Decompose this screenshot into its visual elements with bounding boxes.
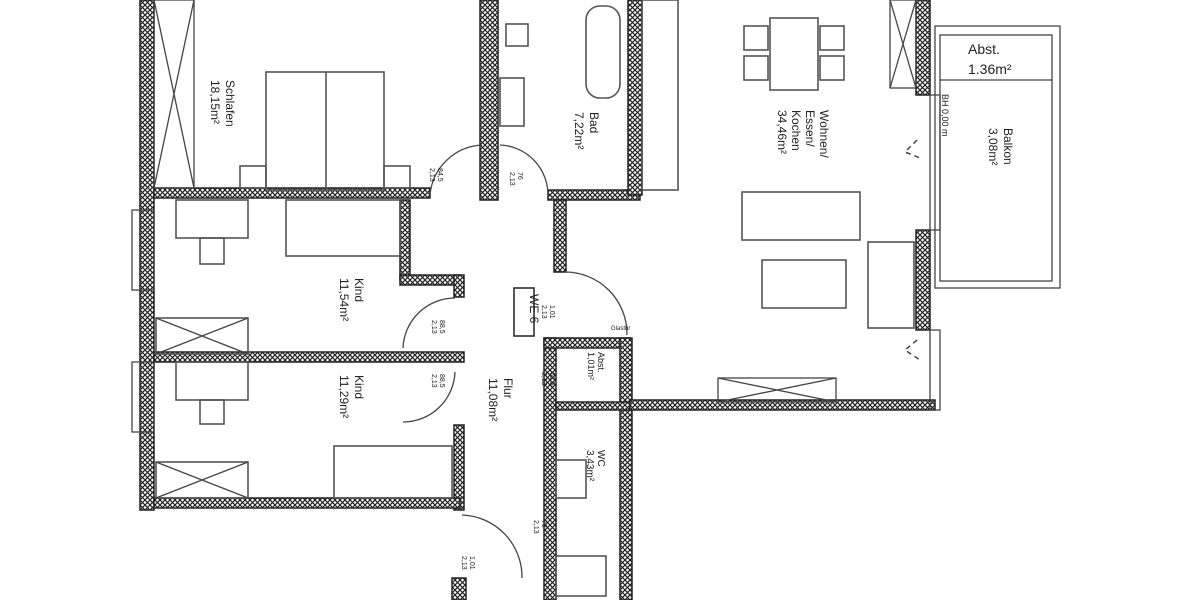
svg-text:84,5: 84,5 (436, 168, 443, 182)
svg-text:2,13: 2,13 (540, 372, 547, 386)
room-label-abst: Abst. 1,01m² (586, 352, 606, 380)
svg-text:1,01: 1,01 (548, 305, 555, 319)
svg-text:11,54m²: 11,54m² (337, 278, 351, 321)
svg-text:2,13: 2,13 (430, 320, 437, 334)
svg-text:88,5: 88,5 (438, 374, 445, 388)
svg-text:Essen/: Essen/ (803, 110, 817, 147)
glass-note: Glastür (611, 326, 630, 332)
door-dim-3: 88,52,13 (430, 320, 445, 334)
svg-text:2,13: 2,13 (540, 305, 547, 319)
svg-text:Wohnen/: Wohnen/ (817, 110, 831, 158)
svg-text:18,15m²: 18,15m² (208, 80, 222, 124)
svg-text:WC: WC (595, 450, 606, 467)
svg-text:Abst.: Abst. (596, 352, 606, 373)
door-dim-6: 63,52,13 (540, 372, 555, 386)
bh-label: BH 0,00 m (940, 94, 950, 137)
room-label-abst-balkon: Abst. 1.36m² (968, 41, 1012, 77)
door-dim-8: 1,012,13 (460, 556, 475, 570)
svg-text:Kind: Kind (352, 278, 366, 302)
svg-text:BH 0,00 m: BH 0,00 m (940, 94, 950, 137)
svg-text:Schlafen: Schlafen (223, 80, 237, 127)
room-label-bad: Bad 7,22m² (572, 112, 601, 149)
svg-text:7,22m²: 7,22m² (572, 112, 586, 149)
svg-text:3,43m²: 3,43m² (584, 450, 595, 482)
svg-text:2,13: 2,13 (532, 520, 539, 534)
door-dim-2: 762,13 (508, 172, 523, 186)
balcony (934, 25, 1061, 289)
svg-text:76: 76 (516, 172, 523, 180)
svg-text:1,01: 1,01 (468, 556, 475, 570)
furniture (155, 0, 915, 597)
svg-text:63,5: 63,5 (548, 372, 555, 386)
room-label-wohnen: Wohnen/ Essen/ Kochen 34,46m² (775, 110, 831, 158)
svg-text:3,08m²: 3,08m² (986, 128, 1000, 165)
door-dim-7: 762,13 (532, 520, 547, 534)
svg-text:Abst.: Abst. (968, 41, 1000, 57)
walls (139, 0, 936, 600)
svg-text:Kochen: Kochen (789, 110, 803, 151)
door-dim-4: 88,52,13 (430, 374, 445, 388)
svg-text:WE 6: WE 6 (527, 294, 541, 324)
svg-text:76: 76 (540, 520, 547, 528)
room-label-kind-1: Kind 11,54m² (337, 278, 366, 321)
room-label-flur: Flur 11,08m² (486, 378, 515, 421)
svg-text:2,13: 2,13 (430, 374, 437, 388)
svg-text:11,08m²: 11,08m² (486, 378, 500, 421)
svg-text:Bad: Bad (587, 112, 601, 133)
svg-text:Balkon: Balkon (1001, 128, 1015, 165)
room-label-schlafen: Schlafen 18,15m² (208, 80, 237, 127)
svg-text:34,46m²: 34,46m² (775, 110, 789, 154)
room-label-balkon: Balkon 3,08m² (986, 128, 1015, 165)
svg-text:2,13: 2,13 (460, 556, 467, 570)
svg-text:1.36m²: 1.36m² (968, 61, 1012, 77)
svg-text:1,01m²: 1,01m² (586, 352, 596, 380)
svg-text:Kind: Kind (352, 375, 366, 399)
room-label-wc: WC 3,43m² (584, 450, 606, 482)
svg-text:2,13: 2,13 (428, 168, 435, 182)
unit-label: WE 6 (513, 287, 541, 337)
door-dim-1: 84,52,13 (428, 168, 443, 182)
svg-text:11,29m²: 11,29m² (337, 375, 351, 418)
svg-text:88,5: 88,5 (438, 320, 445, 334)
room-label-kind-2: Kind 11,29m² (337, 375, 366, 418)
svg-text:Flur: Flur (501, 378, 515, 399)
door-dim-5: 1,012,13 (540, 305, 555, 319)
door-swings (402, 139, 921, 579)
svg-text:2,13: 2,13 (508, 172, 515, 186)
